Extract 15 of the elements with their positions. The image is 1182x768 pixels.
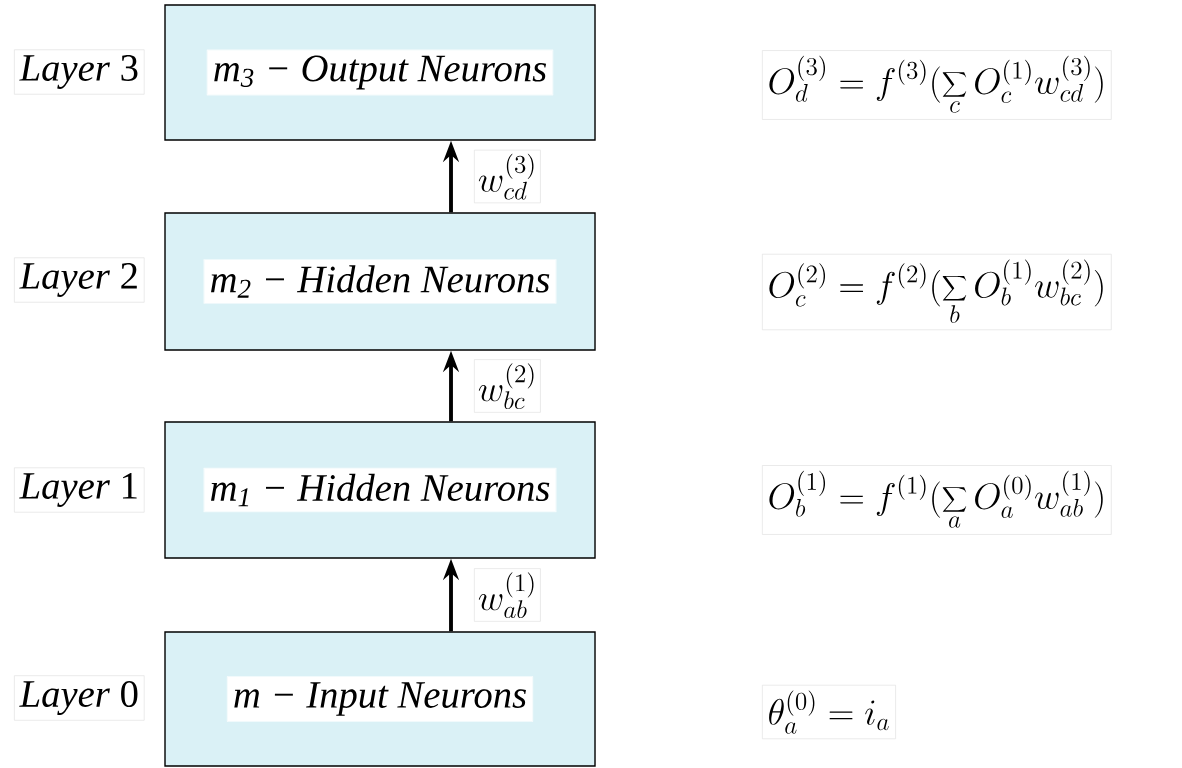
edge-label: $w_{cd}^{(3)}$ [478, 153, 534, 200]
formula: $O_b^{(1)} = f^{(1)}(\sum_a O_a^{(0)} w_{ab}^{(1)})$ [769, 470, 1103, 528]
edge-label: $w_{bc}^{(2)}$ [478, 363, 534, 410]
layer-box [164, 631, 596, 767]
layer-box [164, 212, 596, 351]
layer-box [164, 4, 596, 141]
neuron-label: m$_{1}$ − Hidden Neurons [203, 467, 557, 513]
neuron-label: m$_{3}$ − Output Neurons [206, 49, 554, 96]
formula: $O_c^{(2)} = f^{(2)}(\sum_b O_b^{(1)} w_{bc}^{(2)})$ [769, 259, 1103, 323]
neuron-label: m − Input Neurons [226, 676, 534, 722]
neuron-label: m$_{2}$ − Hidden Neurons [203, 259, 557, 304]
formula: $\theta_a^{(0)} = i_a$ [769, 690, 889, 734]
edge-label: $w_{ab}^{(1)}$ [478, 572, 534, 619]
layer-box [164, 421, 596, 559]
formula: $O_d^{(3)} = f^{(3)}(\sum_c O_c^{(1)} w_{cd}^{(3)})$ [769, 55, 1103, 113]
